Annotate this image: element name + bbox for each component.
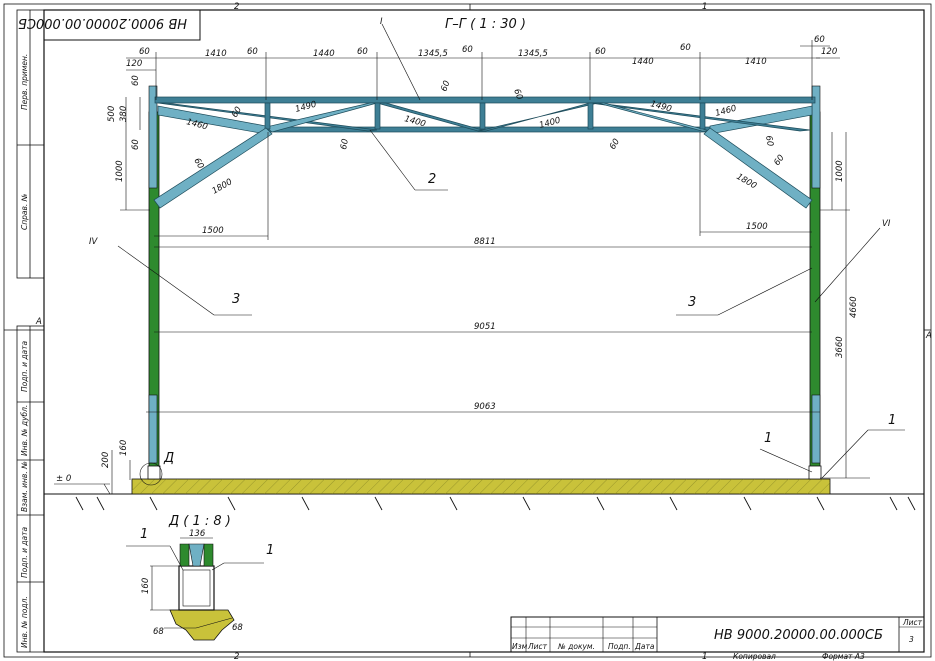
dim-60-vert-b: 60 xyxy=(131,139,141,150)
callout-roman-4: IV xyxy=(89,237,99,247)
dim-9063: 9063 xyxy=(474,402,496,412)
zone-bottom-2: 2 xyxy=(234,652,239,661)
callout-pos-1-right: 1 xyxy=(888,413,896,428)
dim-60-diag-h: 60 xyxy=(772,153,786,168)
title-block xyxy=(510,616,925,653)
dim-1440-b: 1440 xyxy=(632,57,654,67)
section-title: Г–Г ( 1 : 30 ) xyxy=(445,17,526,32)
dim-60-e: 60 xyxy=(595,47,606,57)
detail-dim-136: 136 xyxy=(189,529,206,539)
side-strip xyxy=(16,9,45,653)
title-col-podp: Подп. xyxy=(608,642,631,651)
side-label-inv: Инв. № подл. xyxy=(20,596,29,648)
dim-1345-b: 1345,5 xyxy=(518,49,548,59)
dim-60-diag-b: 60 xyxy=(339,138,351,150)
dim-3660: 3660 xyxy=(835,336,845,358)
dim-60-diag-a: 60 xyxy=(230,105,244,119)
detail-pos-1-right: 1 xyxy=(266,543,274,558)
callout-pos-1-mid: 1 xyxy=(764,431,772,446)
dim-60-diag-g: 60 xyxy=(191,157,205,171)
stamp-topleft-text: НВ 9000.20000.00.000СБ xyxy=(18,15,187,30)
detail-title: Д ( 1 : 8 ) xyxy=(168,514,231,529)
leaders xyxy=(117,23,905,486)
dim-4660: 4660 xyxy=(849,296,859,318)
title-col-data: Дата xyxy=(634,642,655,651)
roof-truss xyxy=(153,96,816,209)
dim-1410-b: 1410 xyxy=(745,57,767,67)
dim-200: 200 xyxy=(101,452,111,468)
right-column xyxy=(808,85,822,480)
side-label-podp2: Подп. и дата xyxy=(20,527,29,578)
dim-1000-b: 1000 xyxy=(835,160,845,182)
detail-d-circle xyxy=(139,462,163,486)
detail-dim-68-a: 68 xyxy=(153,627,164,637)
dim-120-a: 120 xyxy=(126,59,142,69)
detail-d-marker: Д xyxy=(163,451,174,466)
detail-dim-68-b: 68 xyxy=(232,623,243,633)
level-mark: ± 0 xyxy=(56,474,71,484)
dim-1500-a: 1500 xyxy=(202,226,224,236)
dim-160: 160 xyxy=(119,440,129,456)
zone-top-1: 1 xyxy=(702,2,707,12)
title-sheet-number: 3 xyxy=(909,635,914,644)
detail-dim-160: 160 xyxy=(141,578,151,594)
side-label-dubl: Инв. № дубл. xyxy=(20,405,29,456)
title-col-docnum: № докум. xyxy=(557,642,595,651)
dim-500: 500 xyxy=(107,106,117,122)
detail-pos-1-left: 1 xyxy=(140,527,148,542)
dim-60-diag-e: 60 xyxy=(608,137,622,151)
dim-120-b: 120 xyxy=(821,47,837,57)
dim-8811: 8811 xyxy=(474,237,496,247)
zone-left-a: A xyxy=(35,317,42,327)
zone-bottom-1: 1 xyxy=(702,652,707,661)
title-sheet-label: Лист xyxy=(902,618,923,627)
zone-top-2: 2 xyxy=(234,2,239,12)
dim-1460-b: 1460 xyxy=(714,104,737,119)
ground-ticks xyxy=(75,496,916,511)
callout-pos-3-left: 3 xyxy=(232,292,240,307)
callout-pos-2: 2 xyxy=(428,172,436,187)
zone-right-a: A xyxy=(925,331,932,341)
dim-60-g: 60 xyxy=(814,35,825,45)
left-column xyxy=(147,85,161,480)
dim-1800-b: 1800 xyxy=(735,172,759,191)
title-col-list: Лист xyxy=(527,642,548,651)
side-label-podp1: Подп. и дата xyxy=(20,341,29,392)
dim-60-f: 60 xyxy=(680,43,691,53)
callout-roman-1: I xyxy=(380,17,383,27)
dim-1500-b: 1500 xyxy=(746,222,768,232)
dim-9051: 9051 xyxy=(474,322,496,332)
dim-1410-a: 1410 xyxy=(205,49,227,59)
title-designation: НВ 9000.20000.00.000СБ xyxy=(714,628,883,643)
dim-1000-a: 1000 xyxy=(115,160,125,182)
dim-380: 380 xyxy=(119,106,129,122)
dim-60-b: 60 xyxy=(247,47,258,57)
side-label-sprav: Справ. № xyxy=(20,193,29,230)
dimension-lines xyxy=(54,40,870,495)
title-copied: Копировал xyxy=(733,652,776,661)
dim-60-a: 60 xyxy=(139,47,150,57)
stamp-topleft: НВ 9000.20000.00.000СБ xyxy=(18,9,201,41)
ground xyxy=(44,478,924,495)
dim-1345-a: 1345,5 xyxy=(418,49,448,59)
dim-60-vert-a: 60 xyxy=(131,75,141,86)
dim-1440-a: 1440 xyxy=(313,49,335,59)
title-format: Формат А3 xyxy=(822,652,865,661)
callout-roman-6: VI xyxy=(882,219,891,229)
title-col-izm: Изм xyxy=(512,642,528,651)
side-label-perv: Перв. примен. xyxy=(20,54,29,110)
detail-d xyxy=(126,537,264,641)
callout-pos-3-right: 3 xyxy=(688,295,696,310)
dim-60-d: 60 xyxy=(462,45,473,55)
dim-60-c: 60 xyxy=(357,47,368,57)
dim-60-diag-d: 60 xyxy=(511,88,524,102)
dim-60-diag-c: 60 xyxy=(439,79,452,93)
dim-1800-a: 1800 xyxy=(211,177,235,196)
dim-60-diag-f: 60 xyxy=(763,135,775,147)
side-label-vzam: Взам. инв. № xyxy=(20,461,29,512)
